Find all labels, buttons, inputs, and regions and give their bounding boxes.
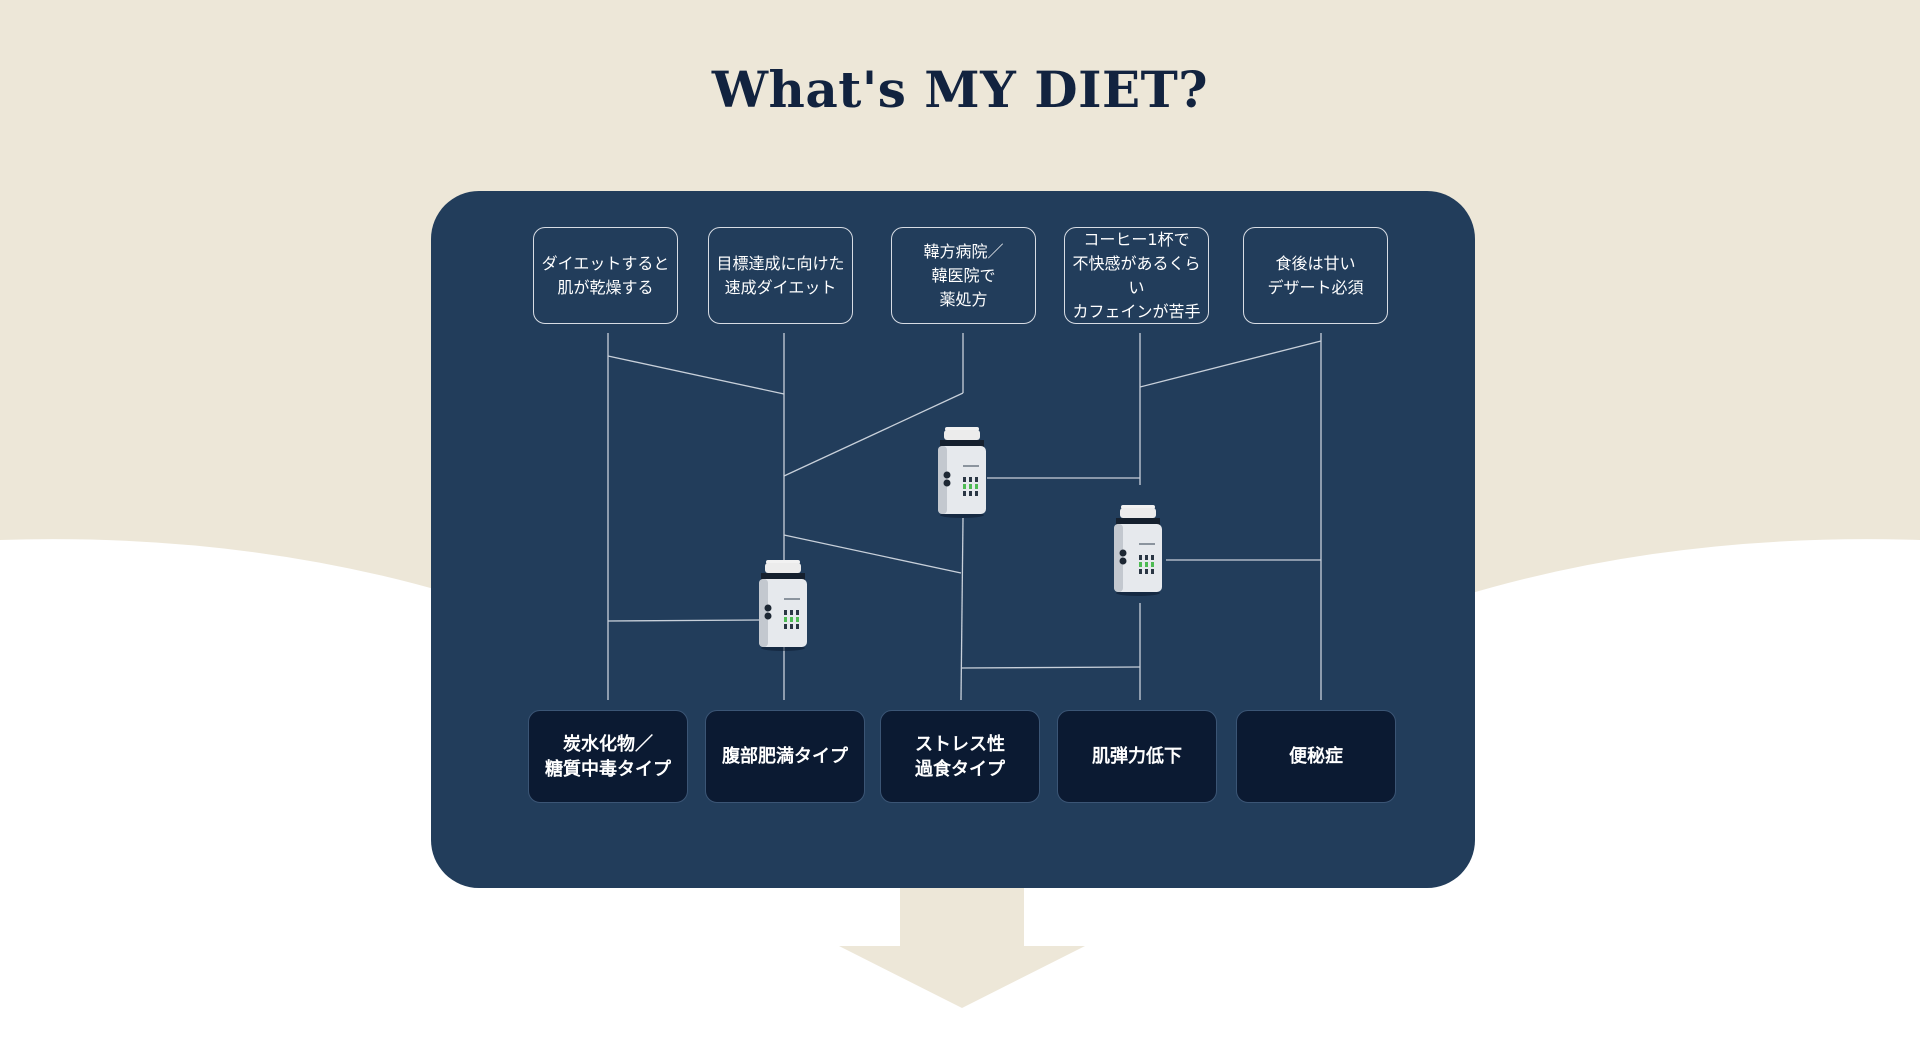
connector-lines [607, 333, 1322, 701]
symptom-box-sweet-dessert: 食後は甘い デザート必須 [1243, 227, 1388, 324]
supplement-bottle-icon [1113, 505, 1163, 597]
supplement-bottle-icon [937, 427, 987, 519]
symptom-box-dry-skin: ダイエットすると 肌が乾燥する [533, 227, 678, 324]
diet-type-carb-sugar: 炭水化物／ 糖質中毒タイプ [528, 710, 688, 803]
diet-diagram-panel: ダイエットすると 肌が乾燥する 目標達成に向けた 速成ダイエット 韓方病院／ 韓… [431, 191, 1475, 888]
diet-type-skin-elasticity: 肌弾力低下 [1057, 710, 1217, 803]
diet-type-constipation: 便秘症 [1236, 710, 1396, 803]
symptom-box-quick-diet: 目標達成に向けた 速成ダイエット [708, 227, 853, 324]
diet-type-abdominal-obesity: 腹部肥満タイプ [705, 710, 865, 803]
symptom-box-caffeine-sensitive: コーヒー1杯で 不快感があるくらい カフェインが苦手 [1064, 227, 1209, 324]
down-arrow-icon [839, 880, 1085, 1008]
symptom-box-oriental-medicine: 韓方病院／ 韓医院で 薬処方 [891, 227, 1036, 324]
supplement-bottle-icon [758, 560, 808, 652]
page-title: What's MY DIET? [711, 60, 1209, 119]
diet-type-stress-overeating: ストレス性 過食タイプ [880, 710, 1040, 803]
